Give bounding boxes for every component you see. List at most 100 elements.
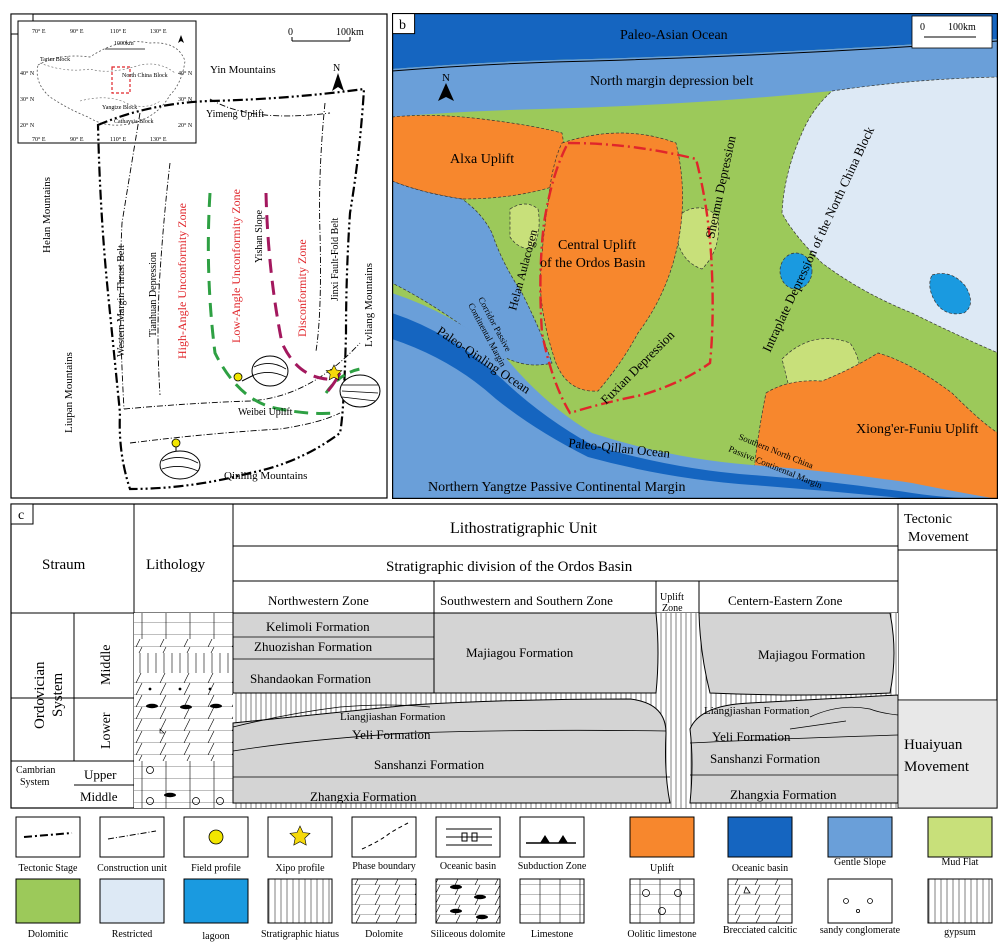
legend-label-mud-flat: Mud Flat — [942, 857, 979, 868]
legend-label-tectonic-stage: Tectonic Stage — [19, 863, 79, 874]
label-yangtze-margin: Northern Yangtze Passive Continental Mar… — [428, 480, 686, 495]
legend-label-phase-boundary: Phase boundary — [352, 861, 416, 872]
label-western-margin: Western Margin Thrust Belt — [116, 245, 127, 357]
legend-label-gentle-slope: Gentle Slope — [834, 857, 886, 868]
svg-text:Cathaysia Block: Cathaysia Block — [114, 119, 154, 125]
panel-b-letter: b — [399, 18, 406, 33]
label-central-uplift-2: of the Ordos Basin — [540, 256, 645, 271]
label-north-margin: North margin depression belt — [590, 74, 754, 89]
formation-liangjiashan-e: Liangjiashan Formation — [704, 705, 810, 717]
formation-shandaokan: Shandaokan Formation — [250, 671, 371, 686]
ordos-basin-boundary — [539, 141, 714, 415]
svg-text:130° E: 130° E — [150, 28, 167, 35]
scale-bar-b: 0 100km — [911, 15, 993, 49]
star-icon — [289, 825, 311, 846]
legend-label-uplift: Uplift — [650, 863, 674, 874]
formation-sanshanzi-w: Sanshanzi Formation — [374, 757, 485, 772]
gentle-slope-swatch — [827, 816, 893, 858]
legend-label-dolomite: Dolomite — [365, 929, 403, 940]
panel-c-stratigraphy: c Straum Lithology Lithostratigraphic Un… — [10, 503, 998, 809]
svg-text:Tarim Block: Tarim Block — [40, 57, 70, 63]
legend-label-sandy: sandy conglomerate — [820, 925, 901, 936]
field-profile-circle — [208, 829, 224, 845]
subduction-zone-symbol — [526, 835, 576, 844]
low-angle-boundary — [264, 192, 341, 381]
label-disconformity-zone: Disconformity Zone — [295, 239, 309, 337]
header-southwestern: Southwestern and Southern Zone — [440, 593, 613, 608]
legend-label-field-profile: Field profile — [191, 863, 241, 874]
label-qinling-mountains: Qinling Mountains — [224, 470, 307, 482]
hiatus-pattern — [267, 878, 333, 924]
legend-label-oolitic: Oolitic limestone — [627, 929, 697, 940]
svg-text:North China Block: North China Block — [122, 73, 168, 79]
star-icon — [325, 364, 343, 381]
formation-zhangxia-e: Zhangxia Formation — [730, 787, 837, 802]
svg-text:40° N: 40° N — [20, 70, 35, 77]
mud-flat-swatch — [927, 816, 993, 858]
oolitic-limestone-pattern — [629, 878, 695, 924]
oceanic-basin-swatch — [727, 816, 793, 858]
restricted-swatch — [99, 878, 165, 924]
svg-text:20° N: 20° N — [20, 122, 35, 129]
inset-map: 70° E 90° E 110° E 130° E 70° E 90° E 11… — [17, 20, 197, 144]
svg-text:130° E: 130° E — [150, 136, 167, 143]
svg-text:90° E: 90° E — [70, 28, 84, 35]
svg-text:0: 0 — [920, 22, 925, 33]
label-jinxi: Jinxi Fault-Fold Belt — [330, 217, 341, 301]
legend-label-hiatus: Stratigraphic hiatus — [261, 929, 339, 940]
north-arrow-b: N — [438, 72, 454, 101]
block-majiagou-sw — [433, 612, 659, 694]
basin-boundary — [96, 87, 366, 491]
label-middle: Middle — [99, 645, 114, 685]
brecciated-calcitic-pattern — [727, 878, 793, 924]
header-lithology: Lithology — [146, 557, 206, 573]
legend-label-restricted: Restricted — [112, 929, 153, 940]
header-northwestern: Northwestern Zone — [268, 593, 369, 608]
header-straum: Straum — [42, 557, 86, 573]
label-lvliang: Lvliang Mountains — [363, 263, 375, 347]
panel-a-map: a 70° E 90° E 110° E 130° E 70° E 90° E … — [10, 13, 388, 499]
svg-text:1000km: 1000km — [114, 41, 134, 47]
svg-text:Yangtze Block: Yangtze Block — [102, 105, 137, 111]
field-profile-2 — [159, 438, 201, 480]
legend-label-oceanic-basin: Oceanic basin — [732, 863, 788, 874]
scale-bar-a: 0 100km — [288, 27, 364, 42]
dolomitic-swatch — [15, 878, 81, 924]
svg-text:30° N: 30° N — [20, 96, 35, 103]
block-east-lower — [689, 694, 899, 804]
svg-text:30° N: 30° N — [178, 96, 193, 103]
siliceous-dolomite-pattern — [435, 878, 501, 924]
lithology-column — [134, 613, 233, 808]
field-profile-1 — [233, 355, 289, 387]
formation-liangjiashan-w: Liangjiashan Formation — [340, 711, 446, 723]
formation-majiagou-sw: Majiagou Formation — [466, 645, 574, 660]
legend-label-limestone: Limestone — [531, 929, 574, 940]
svg-text:20° N: 20° N — [178, 122, 193, 129]
construction-unit-line — [107, 830, 157, 840]
legend-label-construction-unit: Construction unit — [97, 863, 167, 874]
legend-label-dolomitic: Dolomitic — [28, 929, 69, 940]
lagoon-swatch — [183, 878, 249, 924]
legend: Tectonic Stage Construction unit Field p… — [10, 815, 998, 942]
formation-majiagou-ce: Majiagou Formation — [758, 647, 866, 662]
label-alxa-uplift: Alxa Uplift — [450, 152, 514, 167]
label-low-angle-zone: Low-Angle Unconformity Zone — [229, 189, 243, 343]
label-cam-middle: Middle — [80, 789, 118, 804]
legend-label-xipo-profile: Xipo profile — [275, 863, 325, 874]
formation-yeli-e: Yeli Formation — [712, 729, 791, 744]
formation-kelimoli: Kelimoli Formation — [266, 619, 370, 634]
oceanic-basin-symbol — [446, 828, 492, 846]
north-arrow-a: N — [332, 63, 344, 91]
label-xiong-er: Xiong'er-Funiu Uplift — [856, 422, 979, 437]
gypsum-pattern — [927, 878, 993, 924]
legend-label-siliceous-dolomite: Siliceous dolomite — [431, 929, 506, 940]
uplift-swatch — [629, 816, 695, 858]
label-helan-mountains: Helan Mountains — [41, 177, 53, 253]
phase-boundary-line — [361, 822, 409, 850]
legend-label-oceanic-basin-sym: Oceanic basin — [440, 861, 496, 872]
label-liupan-mountains: Liupan Mountains — [63, 352, 75, 433]
